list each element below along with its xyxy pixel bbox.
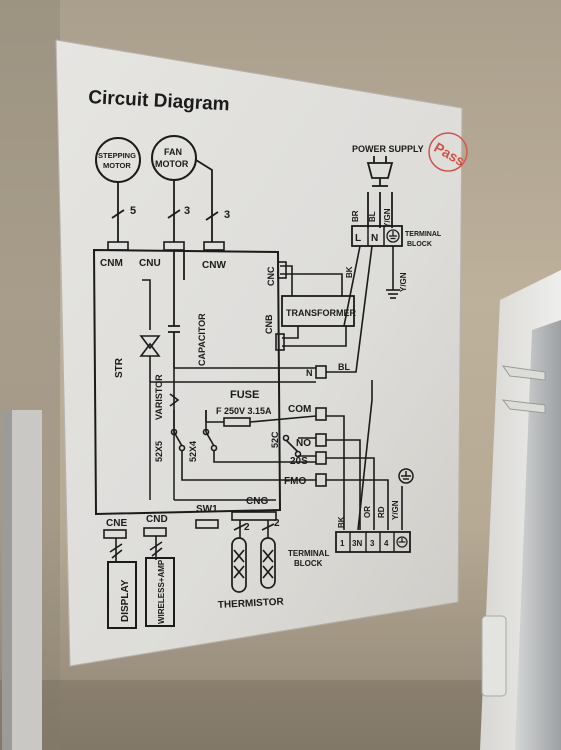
capacitor-symbol	[168, 250, 185, 368]
thermistor-1-icon	[231, 537, 247, 593]
top-terminal-block	[351, 225, 403, 247]
thermistor-count-1: 2	[244, 522, 250, 533]
wireless-label: WIRELESS+AMP	[157, 559, 166, 624]
terminal-block-bottom-label-1: TERMINAL	[288, 549, 329, 558]
str-label: STR	[114, 357, 125, 378]
transformer-box	[281, 295, 355, 327]
terminal-no: NO	[296, 438, 311, 449]
connector-cnw-block	[203, 241, 225, 251]
str-triac-symbol	[139, 279, 161, 382]
neutral-line	[150, 245, 373, 383]
wire-count-cnm: 5	[130, 205, 136, 217]
capacitor-label: CAPACITOR	[197, 313, 207, 366]
device-edge	[515, 320, 561, 750]
varistor-label: VARISTOR	[154, 374, 164, 420]
earth-terminal-icon	[386, 229, 400, 243]
clip-bracket-bottom	[501, 399, 546, 414]
terminal-n-top: N	[371, 233, 378, 244]
terminal-block-top-label-1: TERMINAL	[405, 231, 442, 238]
terminal-l: L	[355, 233, 361, 244]
terminal-com: COM	[288, 404, 311, 415]
transformer-label: TRANSFORMER	[286, 308, 356, 318]
bottom-connector-blocks	[103, 511, 277, 562]
outdoor-wires	[326, 380, 403, 531]
wire-label-bl-top: BL	[368, 211, 377, 222]
relay-52x4: 52X4	[188, 441, 198, 462]
earth-wire	[386, 246, 400, 299]
power-plug-icon	[366, 156, 394, 228]
pipe-left-shade	[2, 410, 12, 750]
relay-contacts	[170, 410, 316, 481]
fuse-label: FUSE	[230, 389, 259, 401]
thermistor-2-icon	[260, 537, 276, 589]
fan-motor-label-1: FAN	[164, 147, 182, 157]
wire-count-cnu: 3	[184, 205, 190, 217]
wire-label-bl: BL	[338, 362, 350, 372]
wire-label-rd: RD	[377, 506, 386, 518]
connector-cng: CNG	[246, 496, 268, 507]
thermistor-label: THERMISTOR	[218, 597, 285, 611]
terminal-block-bottom-label-2: BLOCK	[294, 559, 323, 568]
thermistor-count-2: 2	[274, 518, 280, 529]
terminal-block-top-label-2: BLOCK	[407, 241, 432, 248]
earth-symbol-bottom	[398, 468, 414, 484]
wire-count-cnw: 3	[224, 209, 230, 221]
power-supply-label: POWER SUPPLY	[352, 144, 424, 154]
bottom-terminal-4: 4	[384, 539, 389, 548]
connector-cnw: CNW	[202, 260, 226, 271]
fuse-rating: F 250V 3.15A	[216, 406, 272, 416]
connector-cnd: CND	[146, 514, 168, 525]
bottom-earth-terminal-icon	[396, 536, 408, 548]
com-terminal-box	[315, 407, 327, 421]
wire-label-br: BR	[351, 210, 360, 222]
stepping-motor-label-1: STEPPING	[98, 151, 136, 160]
connector-sw1: SW1	[196, 504, 218, 515]
fuse-symbol	[206, 415, 317, 427]
connector-cnu: CNU	[139, 258, 161, 269]
inspection-stamp	[428, 132, 468, 172]
terminal-n: N	[306, 368, 313, 378]
terminal-20s: 20S	[290, 456, 308, 467]
transformer-wires	[275, 261, 347, 351]
bottom-terminal-1: 1	[340, 539, 345, 548]
motor-wires	[111, 159, 219, 242]
wire-label-ygn-earth: Y/GN	[399, 272, 408, 292]
wire-label-ygn: Y/GN	[383, 208, 392, 228]
wire-label-ygn-bottom: Y/GN	[391, 500, 400, 520]
wire-label-bk-top: BK	[345, 266, 354, 278]
relay-52c: 52C	[270, 431, 280, 448]
wire-label-bk-bottom: BK	[337, 516, 346, 528]
varistor-symbol	[169, 368, 180, 410]
display-module-box	[107, 561, 137, 629]
wireless-module-box	[145, 557, 175, 627]
connector-cnm: CNM	[100, 258, 123, 269]
stepping-motor-label-2: MOTOR	[103, 161, 131, 170]
bottom-terminal-3n: 3N	[352, 539, 362, 548]
terminal-fmo: FMO	[284, 476, 306, 487]
device-tab	[481, 615, 507, 697]
label-shadow-overlay	[56, 40, 462, 666]
control-board-outline	[92, 248, 282, 516]
connector-cnc: CNC	[266, 266, 276, 286]
wall-bottom-shadow	[0, 680, 561, 750]
relay-52x5: 52X5	[154, 441, 164, 462]
connector-cnb: CNB	[264, 314, 274, 334]
board-traces	[149, 382, 276, 501]
display-label: DISPLAY	[120, 579, 131, 622]
wire-label-or: OR	[363, 506, 372, 518]
bottom-terminal-3: 3	[370, 539, 375, 548]
bottom-terminal-block	[335, 531, 411, 553]
fan-motor-label-2: MOTOR	[155, 159, 189, 169]
clip-bracket-top	[501, 365, 546, 381]
connector-cne: CNE	[106, 518, 127, 529]
